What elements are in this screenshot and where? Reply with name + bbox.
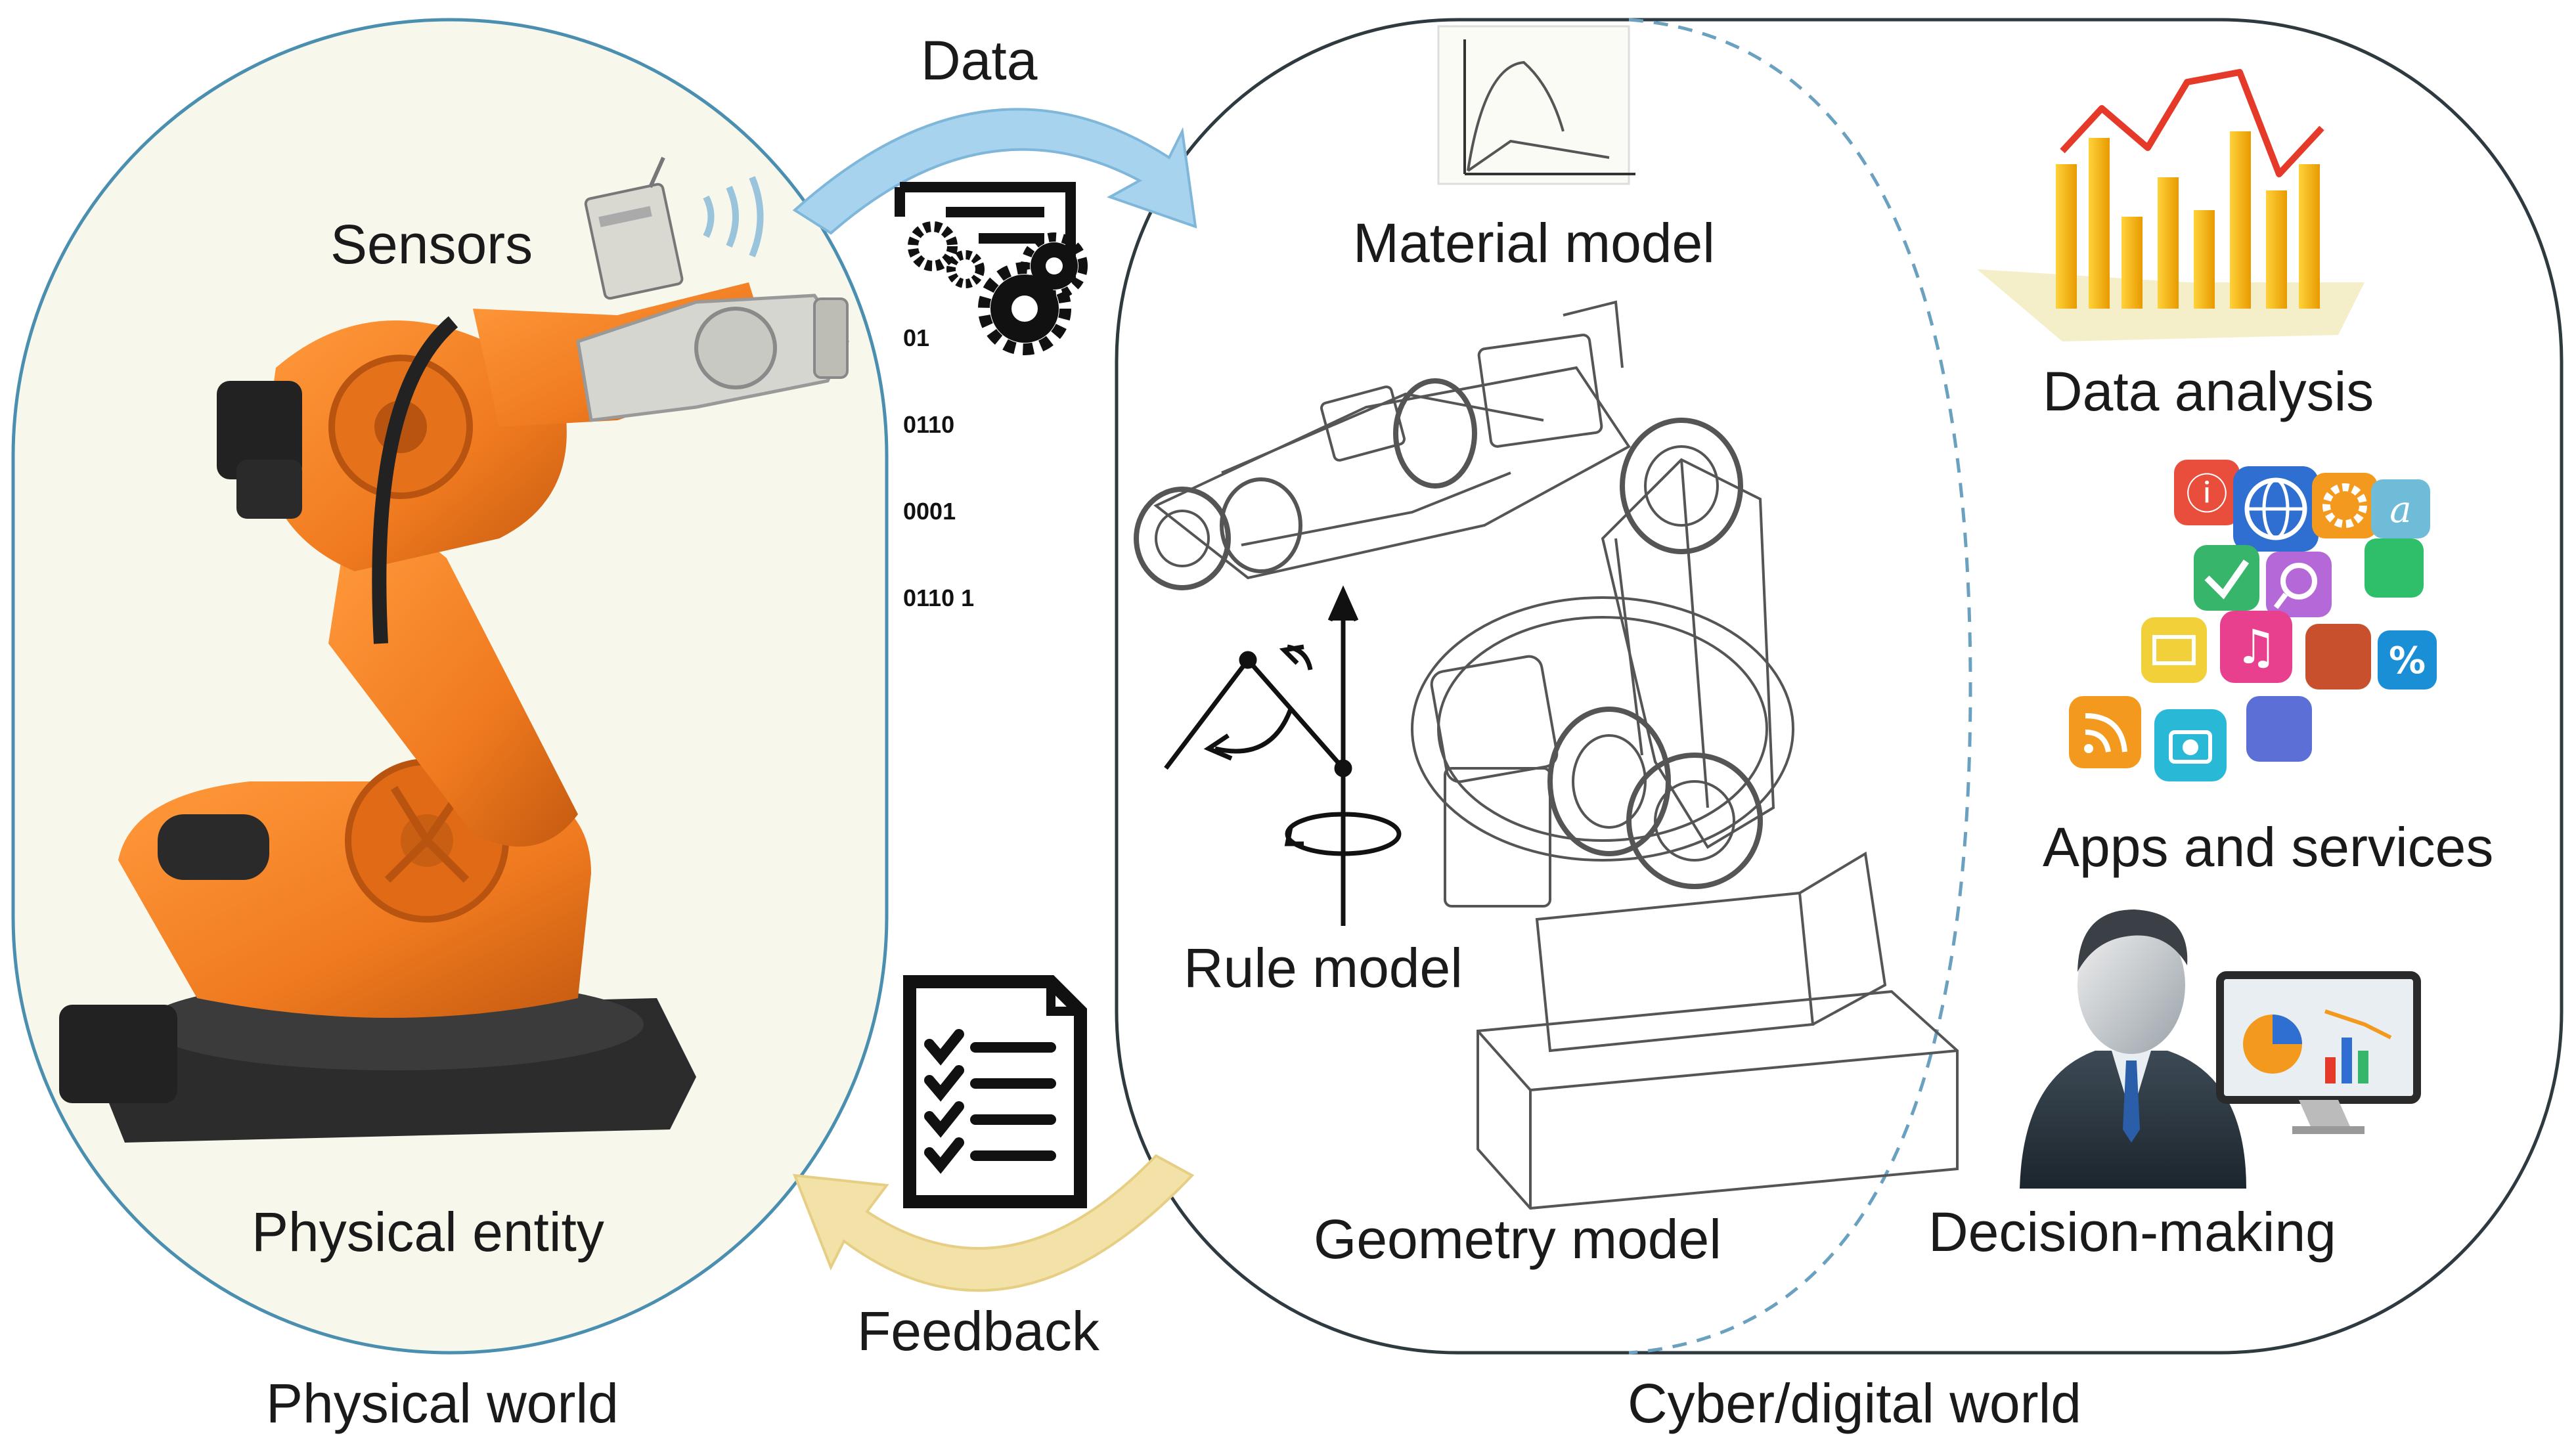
feedback-label: Feedback (857, 1300, 1099, 1362)
cyber-world-frame (1115, 18, 2564, 1355)
geometry-model-wireframe (1134, 300, 1959, 1210)
material-model-chart (1437, 25, 1635, 185)
sensor-device-icon (584, 156, 764, 300)
cyber-world-label: Cyber/digital world (1628, 1372, 2081, 1434)
physical-world-label: Physical world (266, 1372, 619, 1434)
binary-code: 01 0110 0001 0110 1 (903, 266, 974, 642)
data-arrow (792, 108, 1197, 235)
gear-icon (2322, 483, 2367, 528)
data-analysis-chart (1977, 69, 2365, 341)
binary-line: 0001 (903, 498, 956, 525)
physical-entity-label: Physical entity (252, 1201, 604, 1263)
percent-icon: % (2389, 640, 2426, 682)
material-model-label: Material model (1353, 212, 1715, 274)
geometry-model-label: Geometry model (1314, 1208, 1721, 1270)
music-note-icon: ♫ (2235, 619, 2278, 674)
rule-model-sketch (1164, 585, 1402, 926)
rss-icon (2085, 713, 2127, 753)
binary-line: 0110 (903, 411, 955, 438)
data-label: Data (921, 30, 1038, 91)
binary-line: 01 (903, 324, 930, 351)
checklist-icon (903, 975, 1087, 1208)
feedback-arrow (792, 1154, 1195, 1292)
check-icon (2204, 559, 2250, 600)
binary-line: 0110 1 (903, 584, 975, 611)
apps-services-label: Apps and services (2043, 816, 2494, 878)
magnifier-icon (2280, 563, 2317, 600)
app-icons-cluster: ⓘ a ♫ % (2069, 460, 2437, 781)
trend-line (2060, 69, 2324, 177)
info-icon: ⓘ (2186, 471, 2228, 519)
sensors-label: Sensors (330, 213, 533, 275)
svg-text:a: a (2389, 489, 2411, 531)
camera-icon (2169, 730, 2212, 764)
decision-maker-illustration (2020, 909, 2421, 1189)
mail-icon (2152, 635, 2196, 665)
data-analysis-label: Data analysis (2043, 361, 2374, 422)
physical-robot (59, 282, 849, 1143)
rule-model-label: Rule model (1184, 937, 1463, 999)
virtual-entity-outline (1628, 18, 1972, 1355)
decision-making-label: Decision-making (1928, 1201, 2336, 1263)
data-gears-icon (895, 182, 1088, 355)
